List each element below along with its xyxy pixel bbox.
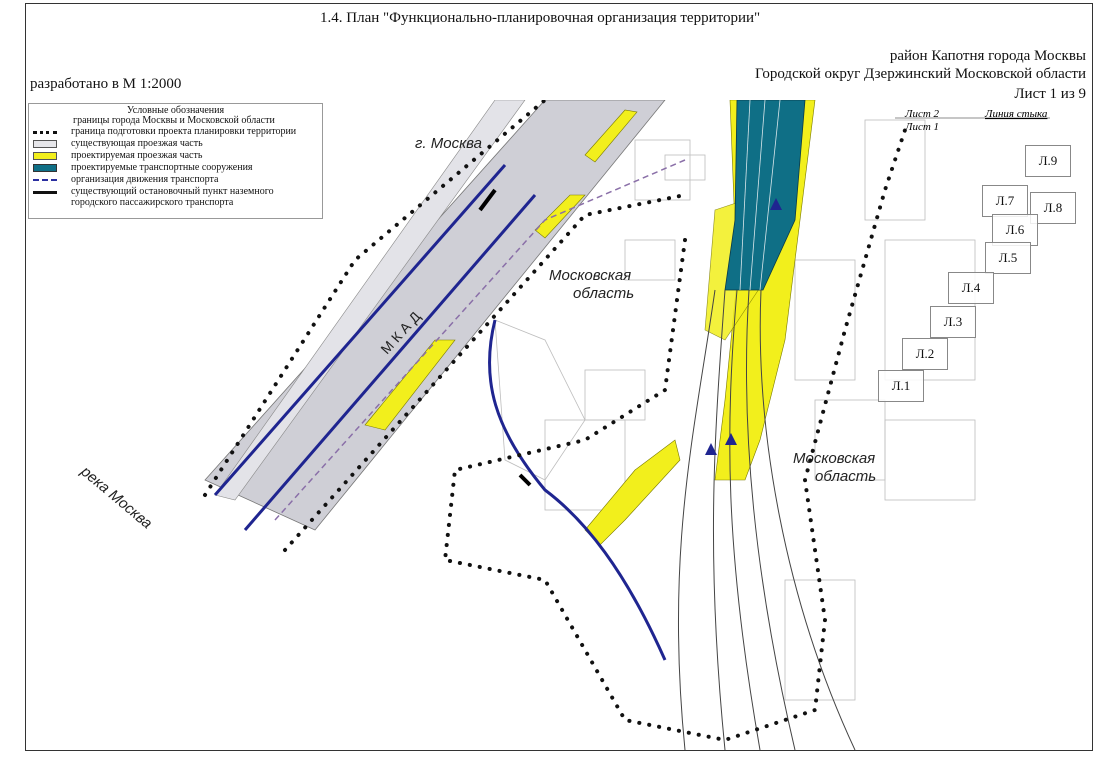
map-legend: Условные обозначения границы города Моск… [28, 103, 323, 219]
sheet-tile-4[interactable]: Л.4 [948, 272, 994, 304]
sheet-tile-9[interactable]: Л.9 [1025, 145, 1071, 177]
projected-road-mkad-2 [534, 194, 586, 239]
sheet-tile-5[interactable]: Л.5 [985, 242, 1031, 274]
existing-road-left [214, 100, 526, 501]
sheet-tile-6[interactable]: Л.6 [992, 214, 1038, 246]
legend-item-existing-road: существующая проезжая часть [33, 138, 203, 149]
scale-label: разработано в М 1:2000 [30, 76, 182, 92]
road-lines-south [677, 289, 856, 750]
moscow-oblast-label-2b: область [815, 468, 876, 485]
traffic-arrows [705, 198, 782, 455]
black-line-swatch [33, 191, 57, 194]
sheet-number: Лист 1 из 9 [1014, 86, 1086, 102]
river-label: река Москва [77, 462, 156, 532]
project-boundary [203, 100, 907, 743]
legend-item-city-border: границы города Москвы и Московской облас… [73, 115, 275, 126]
teal-swatch [33, 164, 57, 172]
legend-item-project-boundary: граница подготовки проекта планировки те… [33, 126, 296, 137]
traffic-organization [213, 164, 667, 661]
moscow-oblast-label-1b: область [573, 285, 634, 302]
legend-title: Условные обозначения [126, 105, 225, 116]
moscow-oblast-label-1: Московская [549, 267, 631, 284]
moscow-city-label: г. Москва [415, 135, 482, 152]
dotted-swatch [33, 131, 57, 134]
transit-stops [478, 188, 532, 487]
background-buildings [494, 119, 976, 701]
legend-item-projected-road: проектируемая проезжая часть [33, 150, 202, 161]
match-line-label: Линия стыка [984, 108, 1048, 120]
legend-item-traffic: организация движения транспорта [33, 174, 219, 185]
stop-label-line2: городского пассажирского транспорта [71, 197, 234, 208]
moscow-oblast-label-2: Московская [793, 450, 875, 467]
plan-title: 1.4. План "Функционально-планировочная о… [320, 10, 761, 26]
district-label: район Капотня города Москвы [889, 48, 1086, 64]
stop-label-line1: существующий остановочный пункт наземног… [71, 186, 274, 197]
sheet-tile-7[interactable]: Л.7 [982, 185, 1028, 217]
structure-lanes [739, 100, 781, 291]
legend-item-transit-stop: существующий остановочный пункт наземног… [33, 186, 274, 197]
grey-swatch [33, 140, 57, 148]
projected-structures [724, 100, 806, 291]
dashed-swatch [33, 179, 57, 181]
projected-road-mkad-3 [584, 109, 638, 163]
sheet1-label: Лист 1 [904, 121, 939, 133]
projected-road-south [584, 439, 681, 546]
map-canvas: г. Москва Московская область Московская … [77, 100, 1050, 750]
legend-item-transit-stop-2: городского пассажирского транспорта [71, 197, 233, 208]
okrug-label: Городской округ Дзержинский Московской о… [755, 66, 1086, 82]
city-border [274, 159, 686, 521]
sheet-tile-2[interactable]: Л.2 [902, 338, 948, 370]
sheet-tile-1[interactable]: Л.1 [878, 370, 924, 402]
legend-item-structures: проектируемые транспортные сооружения [33, 162, 253, 173]
yellow-swatch [33, 152, 57, 160]
sheet-tile-3[interactable]: Л.3 [930, 306, 976, 338]
sheet2-label: Лист 2 [904, 108, 940, 120]
sheet-frame [25, 3, 1093, 751]
